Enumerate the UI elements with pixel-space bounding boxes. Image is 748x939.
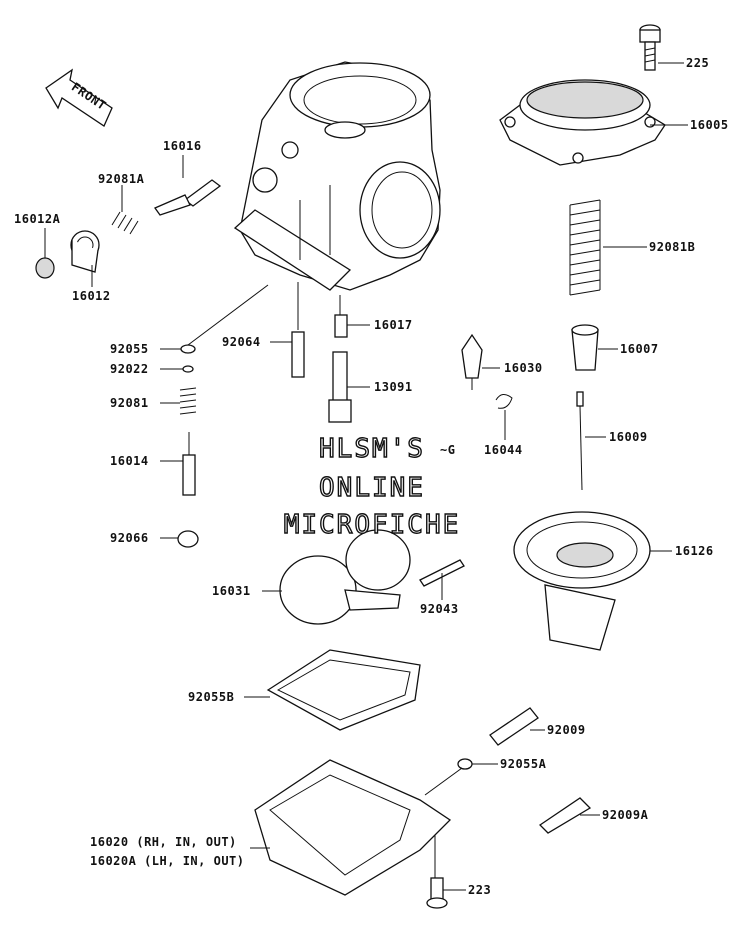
label-16044: 16044 — [484, 443, 523, 457]
mixture-screw-16014 — [182, 432, 196, 496]
needle-holder-16007 — [571, 324, 599, 371]
label-92055: 92055 — [110, 342, 149, 356]
watermark-line1: HLSM'S — [319, 434, 425, 464]
label-partial-note: ~G — [440, 443, 455, 457]
pilot-screw-16016 — [154, 179, 222, 216]
label-92055B: 92055B — [188, 690, 234, 704]
cap-16012A — [35, 257, 55, 279]
needle-valve-16030 — [461, 333, 483, 390]
label-13091: 13091 — [374, 380, 413, 394]
plug-92066 — [177, 530, 199, 548]
label-92081B: 92081B — [649, 240, 695, 254]
label-92009A: 92009A — [602, 808, 649, 822]
label-223: 223 — [468, 883, 491, 897]
screw-225 — [639, 24, 661, 71]
float-16031 — [279, 529, 411, 625]
label-92022: 92022 — [110, 362, 149, 376]
needle-jet-13091 — [328, 351, 352, 423]
spring-92081B — [569, 199, 601, 296]
screw-223 — [426, 877, 448, 909]
label-92055A: 92055A — [500, 757, 547, 771]
clip-16044 — [495, 394, 513, 409]
label-16020A: 16020A (LH, IN, OUT) — [90, 854, 245, 868]
label-92043: 92043 — [420, 602, 459, 616]
label-92066: 92066 — [110, 531, 149, 545]
screw-92009 — [489, 707, 539, 746]
label-16030: 16030 — [504, 361, 543, 375]
label-16126: 16126 — [675, 544, 714, 558]
diaphragm-16126 — [513, 511, 651, 651]
float-bowl-16020 — [254, 759, 452, 896]
label-16005: 16005 — [690, 118, 729, 132]
leader-lines — [44, 62, 688, 891]
label-16020: 16020 (RH, IN, OUT) — [90, 835, 237, 849]
label-16016: 16016 — [163, 139, 202, 153]
jet-92064 — [291, 331, 305, 378]
plug-16012 — [70, 230, 100, 273]
watermark-line3: MICROFICHE — [284, 510, 461, 540]
oring-92055 — [180, 344, 196, 354]
part-labels: 225 16005 16016 92081A 16012A 16012 9208… — [14, 56, 729, 897]
washer-92022 — [182, 365, 194, 373]
watermark: HLSM'S ONLINE MICROFICHE — [283, 433, 461, 540]
label-16014: 16014 — [110, 454, 149, 468]
spring-92081 — [179, 387, 197, 415]
label-16012: 16012 — [72, 289, 111, 303]
label-16012A: 16012A — [14, 212, 61, 226]
label-92081A: 92081A — [98, 172, 145, 186]
top-cover-16005 — [499, 79, 666, 166]
screw-92009A — [538, 797, 592, 834]
jet-16017 — [334, 314, 348, 338]
spring-92081A — [111, 211, 139, 235]
label-92009: 92009 — [547, 723, 586, 737]
gasket-92055B — [266, 649, 421, 731]
oring-92055A — [457, 758, 473, 770]
front-arrow: FRONT — [45, 68, 113, 127]
label-16031: 16031 — [212, 584, 251, 598]
label-16009: 16009 — [609, 430, 648, 444]
jet-needle-16009 — [576, 391, 584, 491]
carburetor-body — [233, 61, 441, 291]
label-92081: 92081 — [110, 396, 149, 410]
label-92064: 92064 — [222, 335, 261, 349]
label-16007: 16007 — [620, 342, 659, 356]
watermark-line2: ONLINE — [319, 473, 425, 503]
label-16017: 16017 — [374, 318, 413, 332]
label-225: 225 — [686, 56, 709, 70]
